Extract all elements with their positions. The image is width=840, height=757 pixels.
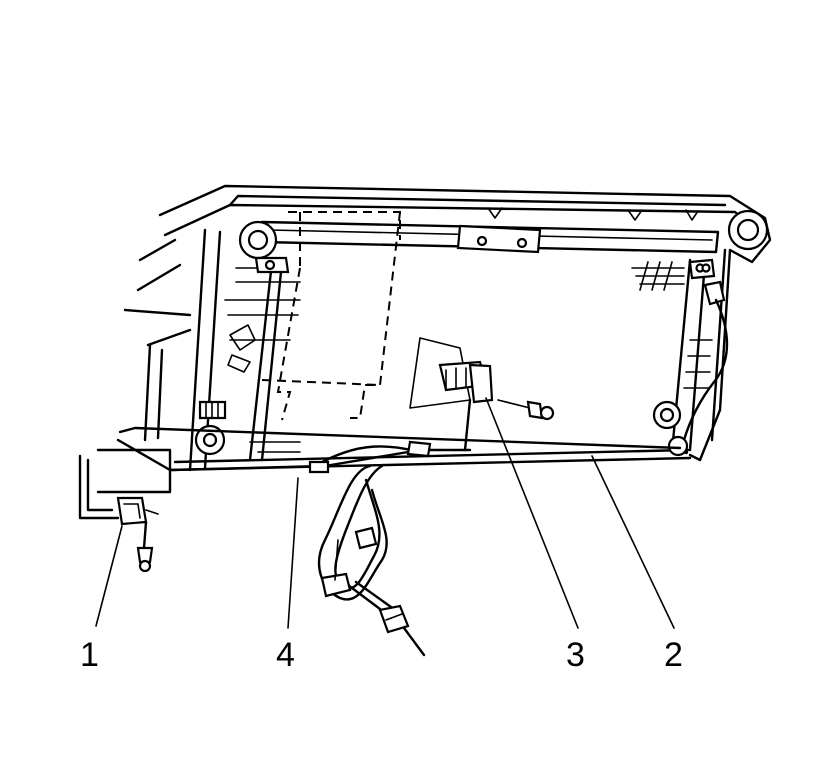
leader-line-3 [485, 397, 579, 629]
callout-3: 3 [566, 636, 585, 674]
wiring-harness [78, 426, 682, 657]
leader-line-1 [95, 525, 123, 627]
leader-line-2 [591, 455, 675, 629]
callout-1: 1 [80, 636, 99, 674]
leader-line-4 [287, 477, 299, 629]
harness-clip [116, 496, 159, 573]
callout-2: 2 [664, 636, 683, 674]
hidden-component-outline [261, 211, 401, 421]
callout-labels: 1 4 3 2 [80, 636, 683, 674]
harness-connector-bracket [409, 337, 555, 452]
callout-4: 4 [276, 636, 295, 674]
seat-frame [123, 184, 772, 472]
leader-lines [95, 397, 675, 629]
